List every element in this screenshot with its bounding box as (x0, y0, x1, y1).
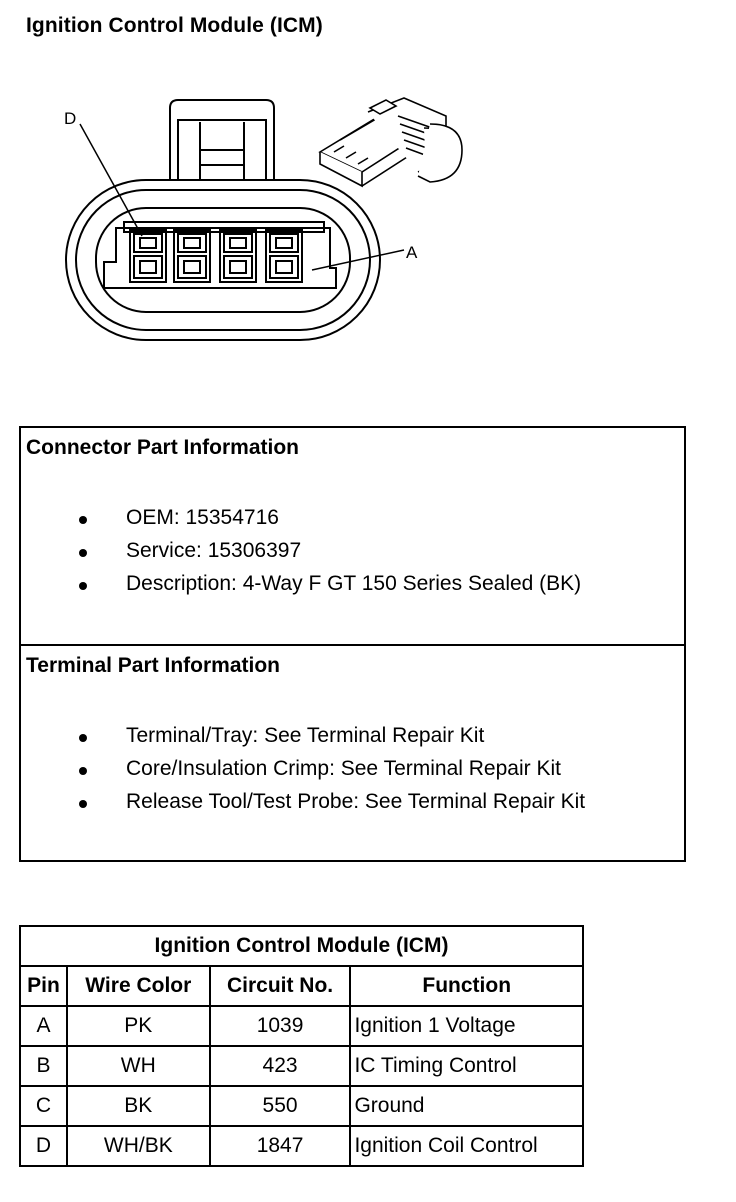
header-function: Function (349, 965, 584, 1007)
cell-circuit-no: 550 (208, 1085, 352, 1127)
connector-3d-icon (318, 97, 463, 188)
label-d: D (64, 109, 76, 128)
header-wire-color: Wire Color (65, 965, 211, 1007)
cell-wire-color: WH/BK (65, 1125, 211, 1167)
bullet-icon (79, 549, 87, 557)
pin-table: Ignition Control Module (ICM) Pin Wire C… (19, 925, 584, 1167)
label-a: A (406, 243, 418, 262)
cell-function: IC Timing Control (349, 1045, 584, 1087)
cell-pin: D (19, 1125, 68, 1167)
bullet-icon (79, 734, 87, 742)
bullet-icon (79, 800, 87, 808)
cell-circuit-no: 1847 (208, 1125, 352, 1167)
table-row: D WH/BK 1847 Ignition Coil Control (19, 1125, 584, 1167)
connector-part-heading: Connector Part Information (26, 436, 300, 459)
cell-pin: C (19, 1085, 68, 1127)
cell-pin: A (19, 1005, 68, 1047)
cell-function: Ignition 1 Voltage (349, 1005, 584, 1047)
header-circuit-no: Circuit No. (208, 965, 352, 1007)
cell-wire-color: PK (65, 1005, 211, 1047)
table-row: C BK 550 Ground (19, 1085, 584, 1127)
cell-function: Ground (349, 1085, 584, 1127)
page-title: Ignition Control Module (ICM) (26, 14, 323, 37)
part-info-box: Connector Part Information OEM: 15354716… (19, 426, 686, 862)
table-row: A PK 1039 Ignition 1 Voltage (19, 1005, 584, 1047)
connector-part-info: Connector Part Information OEM: 15354716… (21, 428, 684, 646)
cell-wire-color: WH (65, 1045, 211, 1087)
bullet-icon (79, 767, 87, 775)
cell-pin: B (19, 1045, 68, 1087)
connector-diagram: D A (64, 97, 463, 341)
terminal-part-info: Terminal Part Information Terminal/Tray:… (26, 654, 586, 813)
table-row: B WH 423 IC Timing Control (19, 1045, 584, 1087)
cell-circuit-no: 1039 (208, 1005, 352, 1047)
cell-function: Ignition Coil Control (349, 1125, 584, 1167)
header-pin: Pin (19, 965, 68, 1007)
bullet-icon (79, 516, 87, 524)
bullet-icon (79, 582, 87, 590)
cell-circuit-no: 423 (208, 1045, 352, 1087)
cell-wire-color: BK (65, 1085, 211, 1127)
terminal-part-heading: Terminal Part Information (26, 654, 280, 677)
table-header-row: Pin Wire Color Circuit No. Function (19, 965, 584, 1007)
pin-table-caption: Ignition Control Module (ICM) (19, 925, 584, 967)
